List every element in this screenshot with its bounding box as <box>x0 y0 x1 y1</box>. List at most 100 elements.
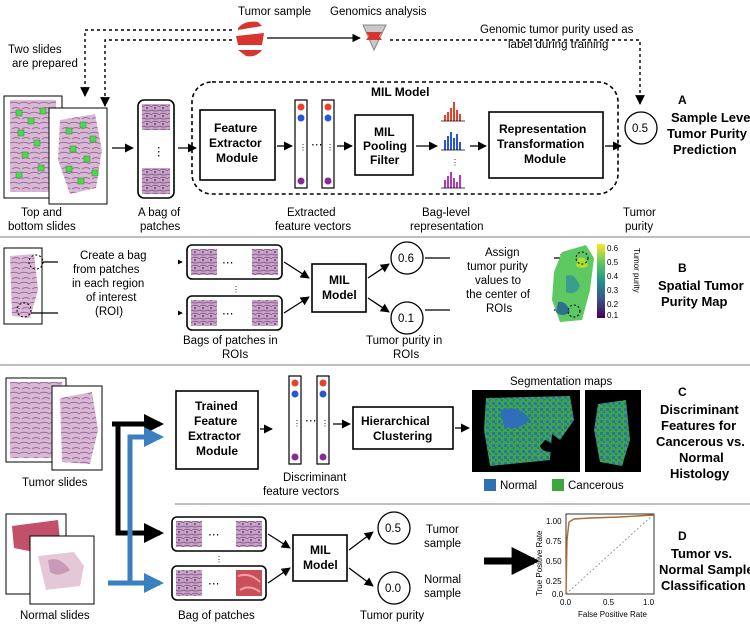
feature-vectors-top: ⋮ ⋯ ⋮ <box>294 99 335 189</box>
trained-extractor-line-3: Extractor <box>188 429 241 443</box>
trained-extractor-line-2: Feature <box>194 414 238 428</box>
trained-extractor-box <box>175 390 259 470</box>
svg-text:0.5: 0.5 <box>607 258 619 267</box>
value-circle-d-2 <box>377 571 411 605</box>
tumor-slides-label: Tumor slides <box>22 477 88 489</box>
colorbar-ticks: 0.6 0.5 0.4 0.3 0.2 0.1 <box>607 244 619 320</box>
assign-line-3: values to <box>475 275 521 287</box>
panel-a-letter: A <box>678 93 687 107</box>
mil-model-b-line-1: MIL <box>329 273 350 287</box>
caption-vectors-c-1: Discriminant <box>283 472 347 484</box>
create-bag-line-4: of interest <box>86 292 137 304</box>
legend-normal-label: Normal <box>500 480 537 492</box>
caption-slides-line-2: bottom slides <box>8 221 76 233</box>
svg-text:1.0: 1.0 <box>643 598 655 607</box>
value-d-1: 0.5 <box>385 523 401 535</box>
create-bag-line-3: in each region <box>72 278 144 290</box>
mil-model-d-line-2: Model <box>303 558 338 572</box>
panel-b-title-2: Purity Map <box>661 294 728 309</box>
caption-slides-line-1: Top and <box>21 207 62 219</box>
create-bag-line-2: from patches <box>73 264 140 276</box>
top-bottom-slides <box>3 95 108 205</box>
purity-circle-a <box>624 111 658 145</box>
svg-text:0.4: 0.4 <box>607 272 619 281</box>
bag-to-mil-d-1 <box>267 533 291 549</box>
bag-to-mil-d-2 <box>267 567 291 584</box>
bag-patches-d: ⋯ ⋮ ⋯ <box>171 516 267 601</box>
caption-purity-b-1: Tumor purity in <box>366 335 442 347</box>
svg-text:⋯: ⋯ <box>311 139 323 151</box>
panel-c-title-2: Features for <box>661 418 736 433</box>
panel-a-title-1: Sample Level <box>671 110 750 125</box>
trained-extractor-line-1: Trained <box>195 399 238 413</box>
bag-level-histograms: ⋮ <box>440 100 466 189</box>
svg-text:⋮: ⋮ <box>293 419 301 428</box>
value-b-2: 0.1 <box>398 313 414 325</box>
caption-purity-d: Tumor purity <box>360 610 424 622</box>
assign-line-2: tumor purity <box>467 261 528 273</box>
value-circle-b-1 <box>390 241 424 275</box>
feature-extractor-line-3: Module <box>216 151 258 165</box>
representation-box <box>488 111 604 179</box>
legend-normal-swatch <box>484 479 496 491</box>
caption-vectors-line-1: Extracted <box>287 207 336 219</box>
value-circle-d-1 <box>377 511 411 545</box>
label-d-2-line-1: Normal <box>424 574 461 586</box>
caption-purity-line-2: purity <box>625 221 653 233</box>
svg-text:⋮: ⋮ <box>321 419 329 428</box>
panel-d-title-2: Normal Sample <box>659 562 750 577</box>
mil-pooling-box <box>354 114 414 176</box>
genomics-analysis-icon <box>362 24 387 52</box>
hierarchical-line-1: Hierarchical <box>361 414 430 428</box>
purity-map <box>552 244 605 322</box>
panel-b-title-1: Spatial Tumor <box>658 278 744 293</box>
slide-b <box>3 247 44 325</box>
representation-line-1: Representation <box>499 122 586 136</box>
mil-d-to-value-1 <box>348 531 374 551</box>
assign-line-1: Assign <box>485 247 520 259</box>
label-d-1-line-2: sample <box>424 538 461 550</box>
feature-extractor-line-2: Extractor <box>209 136 262 150</box>
value-circle-b-2 <box>390 301 424 335</box>
tumor-slides <box>5 377 103 471</box>
hierarchical-line-2: Clustering <box>373 429 432 443</box>
svg-text:⋯: ⋯ <box>208 578 220 590</box>
normal-to-extractor-arrow <box>108 427 164 586</box>
legend-cancerous-swatch <box>552 479 564 491</box>
caption-bags-b-1: Bags of patches in <box>183 335 278 347</box>
panel-d-title-3: Classification <box>661 578 746 593</box>
mil-model-b-line-2: Model <box>322 288 357 302</box>
slide-prep-arrow-2 <box>100 39 232 107</box>
bag-to-mil-b-2 <box>283 296 310 314</box>
colorbar-label: Tumor purity <box>632 248 641 293</box>
panel-b-letter: B <box>678 261 687 275</box>
segmentation-map-1 <box>472 390 580 472</box>
panel-c-title-4: Normal <box>679 450 724 465</box>
create-bag-line-1: Create a bag <box>80 250 147 262</box>
svg-text:0.5: 0.5 <box>603 598 615 607</box>
roi-bags: ⋯ ⋮ ⋯ <box>186 244 283 331</box>
two-slides-line-2: are prepared <box>12 58 78 70</box>
svg-text:0.1: 0.1 <box>607 311 619 320</box>
mil-model-d <box>292 534 348 582</box>
purity-value-a: 0.5 <box>632 123 648 135</box>
mil-pooling-line-3: Filter <box>370 153 400 167</box>
create-bag-line-5: (ROI) <box>95 306 123 318</box>
legend-cancerous-label: Cancerous <box>568 480 624 492</box>
svg-text:0.50: 0.50 <box>546 557 562 566</box>
two-slides-line-1: Two slides <box>8 44 62 56</box>
svg-text:⋮: ⋮ <box>451 158 459 167</box>
caption-bags-b-2: ROIs <box>222 349 248 361</box>
feature-vectors-c: ⋮ ⋯ ⋮ <box>288 375 330 465</box>
tumor-sample-label: Tumor sample <box>238 6 311 18</box>
roc-x-ticks: 0.0 0.5 1.0 <box>560 598 655 607</box>
caption-bag-d: Bag of patches <box>178 610 255 622</box>
bag-to-mil-b-1 <box>283 261 310 279</box>
panel-d-letter: D <box>678 529 687 543</box>
panel-c-title-1: Discriminant <box>660 402 739 417</box>
normal-slides-label: Normal slides <box>20 610 90 622</box>
assign-line-5: ROIs <box>486 303 512 315</box>
segmentation-map-2 <box>585 390 641 472</box>
svg-text:⋯: ⋯ <box>208 529 220 541</box>
svg-text:⋮: ⋮ <box>215 555 223 564</box>
